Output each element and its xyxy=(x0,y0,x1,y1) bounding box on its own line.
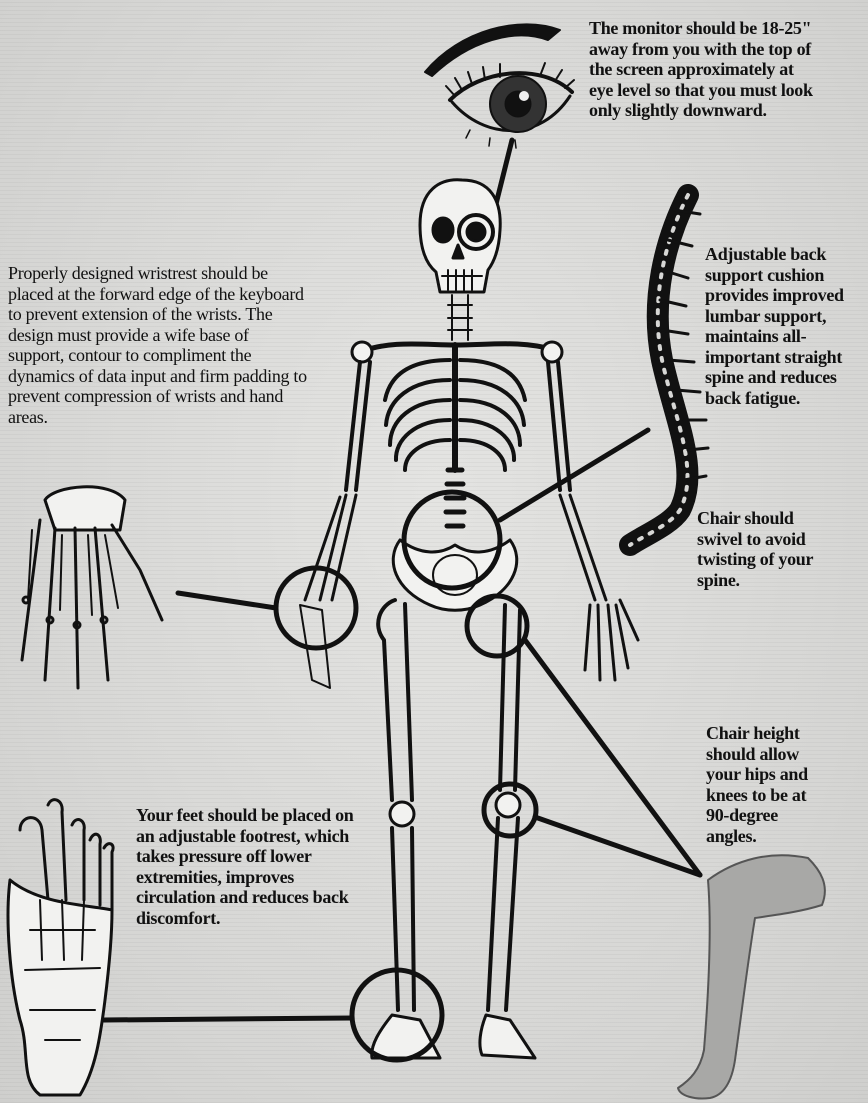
swivel-caption: Chair should swivel to avoid twisting of… xyxy=(697,508,827,590)
monitor-caption: The monitor should be 18-25" away from y… xyxy=(589,18,814,121)
foot-bones-icon xyxy=(8,800,113,1095)
spine-icon xyxy=(630,195,708,545)
hand-bones-icon xyxy=(22,487,162,688)
back-support-caption: Adjustable back support cushion provides… xyxy=(705,244,863,408)
chair-height-caption: Chair height should allow your hips and … xyxy=(706,723,821,846)
footrest-caption: Your feet should be placed on an adjusta… xyxy=(136,805,366,928)
callout-markers xyxy=(104,430,700,1060)
leg-icon xyxy=(678,855,825,1098)
wristrest-caption: Properly designed wristrest should be pl… xyxy=(8,263,308,427)
